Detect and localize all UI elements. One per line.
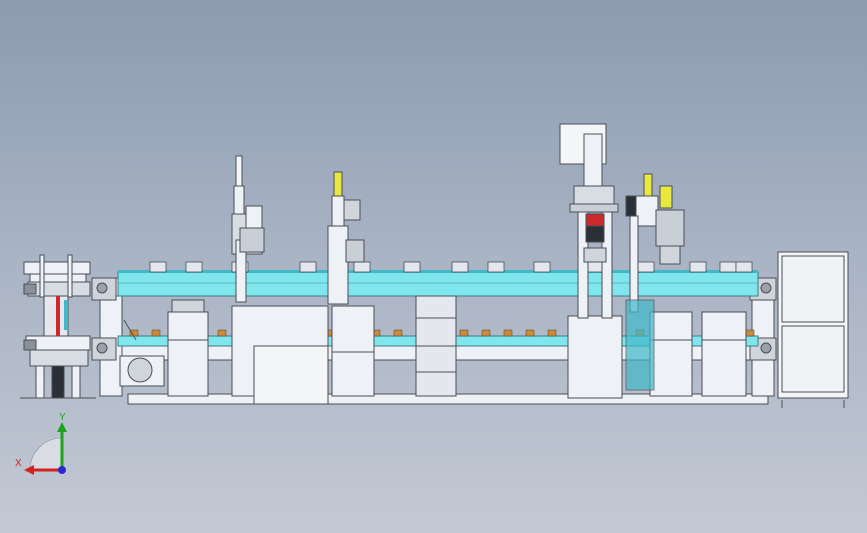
triad-x-label: X [15, 458, 22, 469]
lower-pallet [217, 329, 227, 337]
pallet-puck [149, 261, 167, 273]
electrical-cabinet [777, 251, 849, 408]
lower-pallet [151, 329, 161, 337]
lower-pallet [393, 329, 403, 337]
pallet-puck [185, 261, 203, 273]
lower-pallet [525, 329, 535, 337]
coordinate-triad: X Y [15, 412, 67, 475]
pallet-puck [533, 261, 551, 273]
pallet-fixtures [149, 261, 753, 273]
station-1-press [231, 155, 265, 303]
pallet-puck [719, 261, 737, 273]
station-2-press [327, 171, 365, 305]
support-frames [167, 295, 747, 399]
electrical-box [253, 345, 329, 405]
pallet-puck [487, 261, 505, 273]
station-3-press [559, 123, 619, 319]
upper-conveyor [117, 270, 759, 297]
pallet-puck [299, 261, 317, 273]
lower-pallet [503, 329, 513, 337]
lower-pallet [547, 329, 557, 337]
left-lift-station [20, 254, 96, 399]
lower-pallet [745, 329, 755, 337]
triad-y-label: Y [59, 412, 66, 423]
pallet-puck [451, 261, 469, 273]
lower-pallet [459, 329, 469, 337]
drive-motor [119, 319, 165, 387]
lower-pallet [129, 329, 139, 337]
lower-pallet [481, 329, 491, 337]
pallet-puck [403, 261, 421, 273]
station-4-press [625, 173, 685, 391]
pallet-puck [689, 261, 707, 273]
pallet-puck [637, 261, 655, 273]
pallet-puck [353, 261, 371, 273]
pallet-puck [735, 261, 753, 273]
